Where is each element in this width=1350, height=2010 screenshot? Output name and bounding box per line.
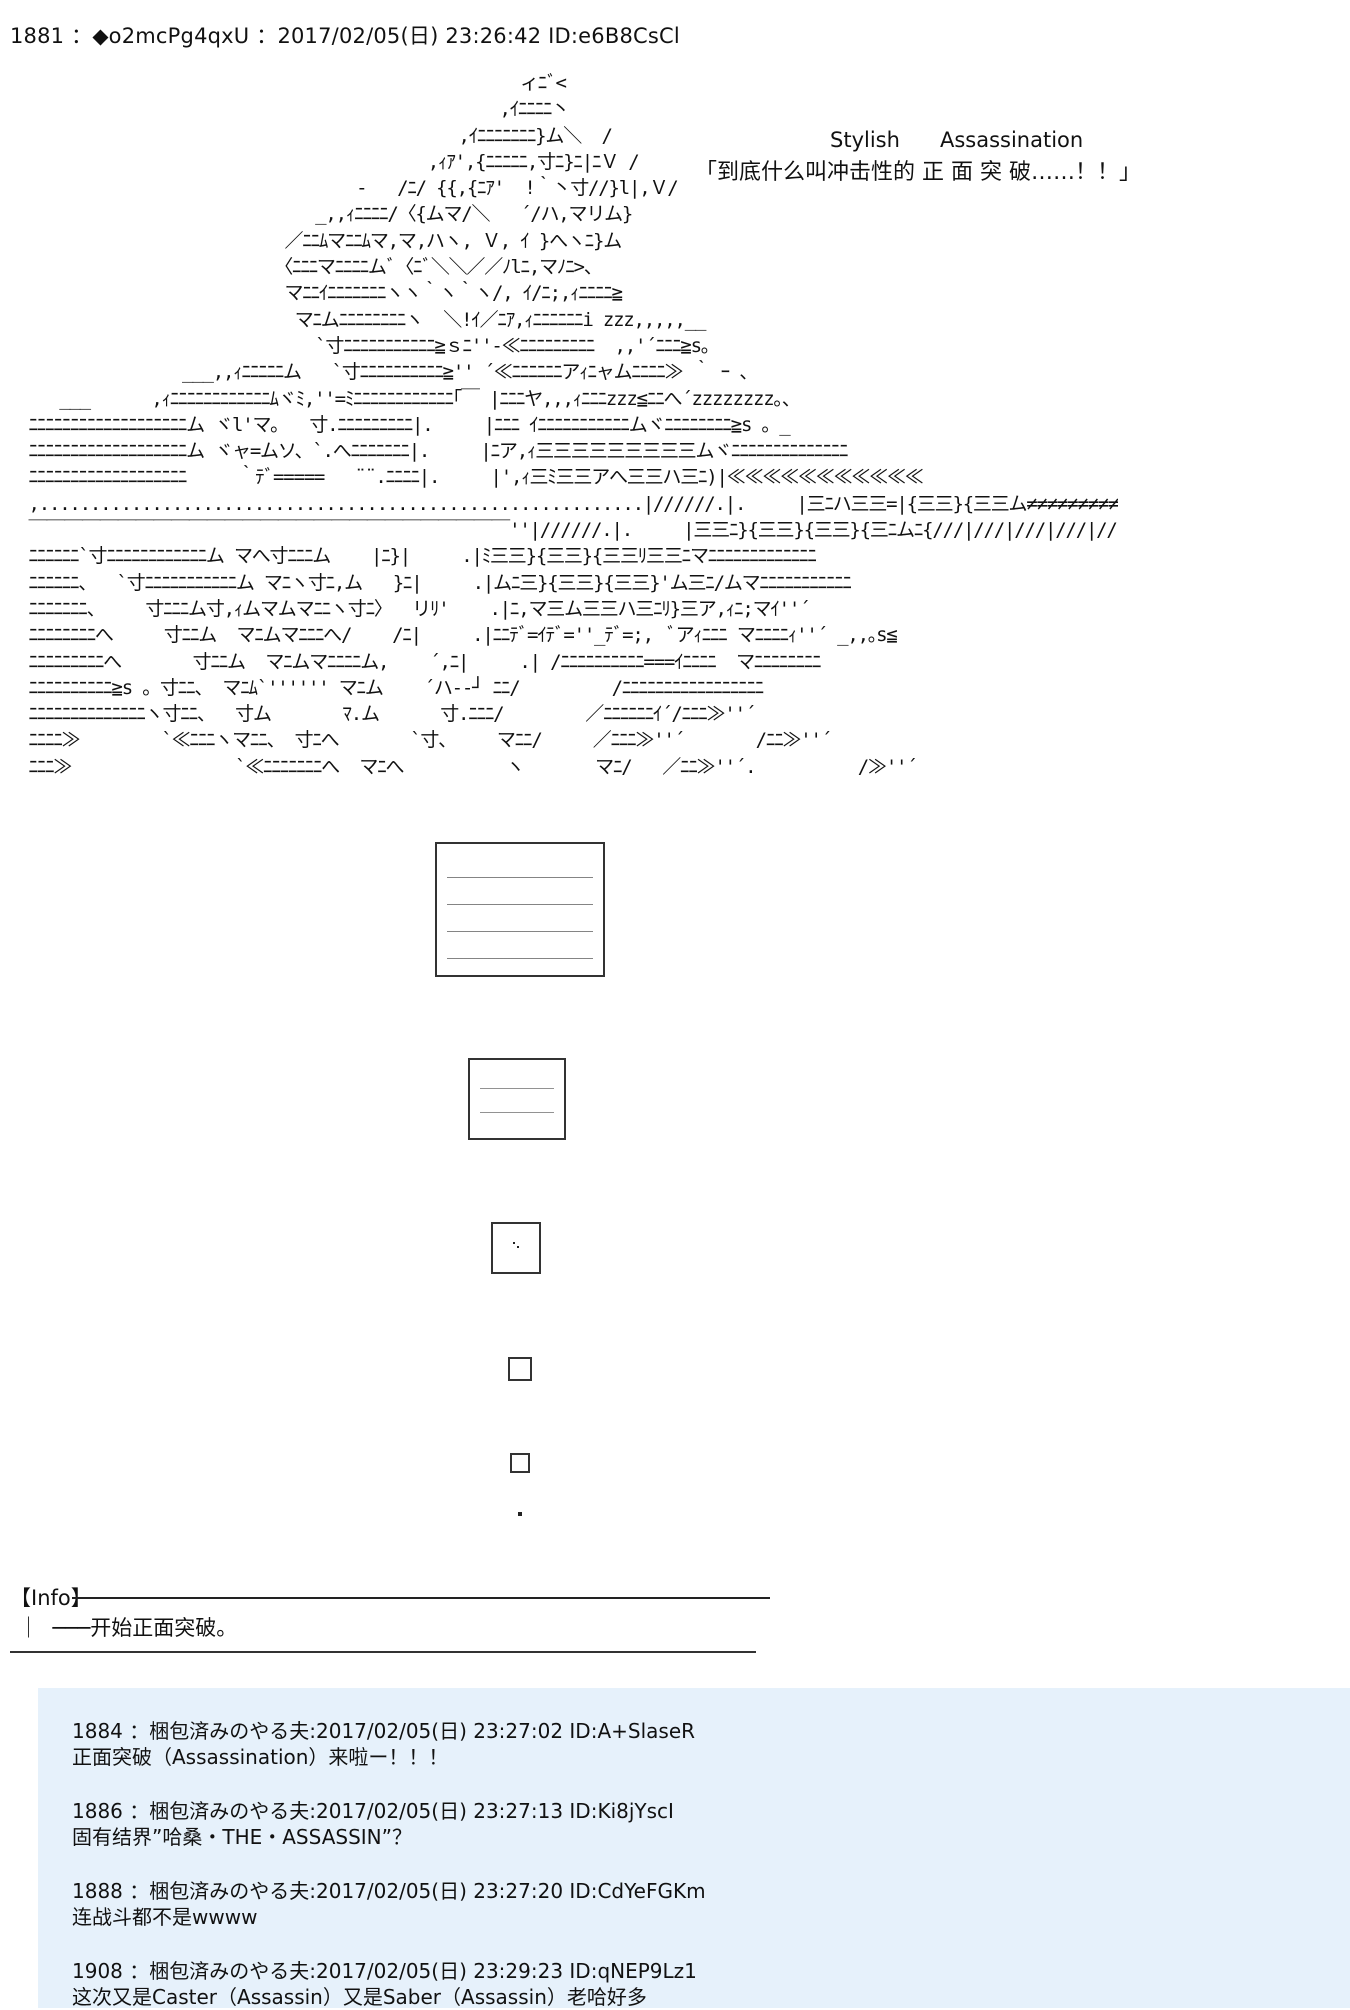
comment-text: 固有结界”哈桑・THE・ASSASSIN”？ bbox=[72, 1825, 412, 1849]
ascii-art-line: ﾆﾆﾆﾆﾆﾆﾆﾆへ 寸ﾆﾆム マﾆムマﾆﾆﾆへ/ /ﾆ| .|ﾆﾆﾃﾞ=ｲﾃﾞ=… bbox=[8, 624, 897, 647]
ascii-art-line: ﾆﾆﾆﾆﾆﾆﾆﾆﾆへ 寸ﾆﾆム マﾆムマﾆﾆﾆﾆム, ´,ﾆ| .| /ﾆﾆﾆﾆ… bbox=[8, 650, 821, 673]
ascii-art-line: - /ﾆ/ {{,{ﾆｱ' !｀丶寸//}l|,Ｖ/ bbox=[8, 177, 679, 200]
ascii-art-line: ﾆﾆﾆﾆﾆﾆﾆﾆﾆﾆﾆﾆﾆﾆﾆﾆﾆﾆﾆム ヾャ=ムソ、`.へﾆﾆﾆﾆﾆﾆﾆ|. … bbox=[8, 440, 848, 463]
ascii-art-line: ,.......................................… bbox=[8, 492, 1118, 515]
comment-item: 1888 ：梱包済みのやる夫:2017/02/05(日) 23:27:20 ID… bbox=[72, 1878, 706, 1930]
ascii-box-small bbox=[491, 1222, 541, 1274]
ascii-art-line: マﾆムﾆﾆﾆﾆﾆﾆﾆﾆヽ ＼!ｲ／ﾆｱ,ｨﾆﾆﾆﾆﾆﾆi zzz,,,,,__ bbox=[8, 308, 707, 331]
info-prefix: ｜ bbox=[18, 1616, 39, 1640]
ascii-art-line: ／ﾆﾆﾑマﾆﾆﾑマ,マ,ハヽ, Ｖ, ｲ }へヽﾆ}ム bbox=[8, 229, 622, 252]
ascii-art-line: ﾆﾆﾆﾆ≫ `≪ﾆﾆﾆヽマﾆﾆ、 寸ﾆへ `寸、 マﾆﾆ/ ／ﾆﾆﾆ≫''´ /… bbox=[8, 729, 832, 752]
info-body: ｜ ───开始正面突破。 bbox=[18, 1612, 237, 1642]
ascii-art-line: ﾆﾆﾆﾆﾆﾆ`寸ﾆﾆﾆﾆﾆﾆﾆﾆﾆﾆﾆﾆム マへ寸ﾆﾆﾆム |ﾆ}| .|ﾐ三三… bbox=[8, 545, 816, 568]
ascii-box-medium bbox=[468, 1058, 566, 1140]
comment-item: 1884 ：梱包済みのやる夫:2017/02/05(日) 23:27:02 ID… bbox=[72, 1718, 695, 1770]
ascii-art-line: ﾆﾆﾆﾆﾆﾆﾆﾆﾆﾆﾆﾆﾆﾆﾆﾆﾆﾆﾆム ヾl'マ｡ 寸.ﾆﾆﾆﾆﾆﾆﾆﾆﾆ|.… bbox=[8, 413, 790, 436]
ascii-art-line: ___ ,ｨﾆﾆﾆﾆﾆﾆﾆﾆﾆﾆﾆﾆﾑヾﾐ,''=ﾐﾆﾆﾆﾆﾆﾆﾆﾆﾆﾆﾆﾆ｢￣… bbox=[8, 387, 801, 410]
ascii-box-large bbox=[435, 842, 605, 977]
ascii-box-mini bbox=[510, 1453, 530, 1473]
ascii-art-line: ﾆﾆﾆﾆﾆﾆﾆ、 寸ﾆﾆﾆム寸,ｨムマムマﾆﾆヽ寸ﾆ〉 リﾘ' .|ﾆ,マ三ム三… bbox=[8, 597, 810, 620]
ascii-art-line: ﾆﾆﾆﾆﾆﾆﾆﾆﾆﾆﾆﾆﾆﾆﾆﾆﾆﾆﾆ ｀ﾃﾞ===== ¨¨.ﾆﾆﾆﾆ|. |… bbox=[8, 466, 923, 489]
caption-english: Stylish Assassination bbox=[830, 128, 1084, 152]
comment-meta: 1888 ：梱包済みのやる夫:2017/02/05(日) 23:27:20 ID… bbox=[72, 1879, 706, 1903]
ascii-art-line: `寸ﾆﾆﾆﾆﾆﾆﾆﾆﾆﾆﾆ≧ｓﾆ''‐≪ﾆﾆﾆﾆﾆﾆﾆﾆﾆ ,,'´ﾆﾆﾆ≧s｡ bbox=[8, 334, 710, 357]
ascii-art-line: ィﾆﾞ< bbox=[8, 72, 567, 94]
ascii-art-line: ,ｨｱ',{ﾆﾆﾆﾆﾆ,寸ﾆ}ﾆ|ﾆＶ / bbox=[8, 150, 640, 173]
ascii-box-tiny bbox=[508, 1357, 532, 1381]
ascii-final-dot bbox=[518, 1512, 522, 1516]
ascii-art-line: ﾆﾆﾆ≫ `≪ﾆﾆﾆﾆﾆﾆﾆへ マﾆへ ヽ マﾆ/ ／ﾆﾆ≫''´. /≫''´ bbox=[8, 755, 917, 778]
comments-panel: 1884 ：梱包済みのやる夫:2017/02/05(日) 23:27:02 ID… bbox=[38, 1688, 1350, 2010]
ascii-art-line: ___,,ｨﾆﾆﾆﾆﾆム `寸ﾆﾆﾆﾆﾆﾆﾆﾆﾆﾆ≧'' ´≪ﾆﾆﾆﾆﾆﾆアｨﾆ… bbox=[8, 361, 758, 384]
box-dot bbox=[517, 1246, 519, 1248]
comment-meta: 1886 ：梱包済みのやる夫:2017/02/05(日) 23:27:13 ID… bbox=[72, 1799, 674, 1823]
ascii-art-line: _,,ｨﾆﾆﾆﾆ/〈{ムマ/＼ ´/ハ,マリム} bbox=[8, 203, 633, 226]
ascii-art-line: ﾆﾆﾆﾆﾆﾆﾆﾆﾆﾆﾆﾆﾆﾆヽ寸ﾆﾆ、 寸ム ﾏ.ム 寸.ﾆﾆﾆ/ ／ﾆﾆﾆﾆﾆ… bbox=[8, 703, 756, 726]
ascii-art-line: 〈ﾆﾆﾆマﾆﾆﾆﾆムﾞ〈ﾆﾞ＼＼／／ﾉlﾆ,マﾉﾆ>、 bbox=[8, 256, 603, 279]
caption-chinese: 「到底什么叫冲击性的 正 面 突 破……！！」 bbox=[695, 160, 1141, 185]
post-header: 1881 ：◆o2mcPg4qxU ：2017/02/05(日) 23:26:4… bbox=[10, 24, 680, 48]
ascii-art: ィﾆﾞ< ,ｲﾆﾆﾆﾆ丶 ,ｲﾆﾆﾆﾆﾆﾆﾆ}ム＼ / ,ｨｱ',{ﾆﾆﾆﾆﾆ,… bbox=[8, 70, 1118, 810]
comment-text: 这次又是Caster（Assassin）又是Saber（Assassin）老哈好… bbox=[72, 1985, 647, 2009]
comment-text: 连战斗都不是wwww bbox=[72, 1905, 258, 1929]
comment-meta: 1884 ：梱包済みのやる夫:2017/02/05(日) 23:27:02 ID… bbox=[72, 1719, 696, 1743]
info-divider bbox=[72, 1597, 770, 1599]
ascii-art-line: ﾆﾆﾆﾆﾆﾆﾆﾆﾆﾆ≧s 。寸ﾆﾆ、 マﾆﾑ`'''''' マﾆム ´ハ‐‐┘ … bbox=[8, 676, 764, 699]
comment-meta: 1908 ：梱包済みのやる夫:2017/02/05(日) 23:29:23 ID… bbox=[72, 1959, 697, 1983]
ascii-art-line: ,ｲﾆﾆﾆﾆ丶 bbox=[8, 98, 570, 121]
ascii-art-line: マﾆﾆｲﾆﾆﾆﾆﾆﾆﾆヽヽ｀ヽ｀ヽ/, ｲ/ﾆ;,ｨﾆﾆﾆﾆ≧ bbox=[8, 282, 623, 305]
box-dot bbox=[513, 1242, 515, 1244]
comment-text: 正面突破（Assassination）来啦ー！！！ bbox=[72, 1745, 449, 1769]
ascii-art-line: ﾆﾆﾆﾆﾆﾆ、 `寸ﾆﾆﾆﾆﾆﾆﾆﾆﾆﾆﾆム マﾆヽ寸ﾆ,ム }ﾆ| .|ムﾆ三… bbox=[8, 571, 851, 594]
info-bottom-rule bbox=[10, 1651, 756, 1653]
comment-item: 1886 ：梱包済みのやる夫:2017/02/05(日) 23:27:13 ID… bbox=[72, 1798, 674, 1850]
info-text: ───开始正面突破。 bbox=[52, 1616, 238, 1640]
comment-item: 1908 ：梱包済みのやる夫:2017/02/05(日) 23:29:23 ID… bbox=[72, 1958, 697, 2010]
ascii-art-line: ,ｲﾆﾆﾆﾆﾆﾆﾆ}ム＼ / bbox=[8, 124, 613, 147]
ascii-art-line: ￣￣￣￣￣￣￣￣￣￣￣￣￣￣￣￣￣￣￣￣￣￣￣￣￣￣￣''|//////.|. … bbox=[8, 519, 1117, 542]
